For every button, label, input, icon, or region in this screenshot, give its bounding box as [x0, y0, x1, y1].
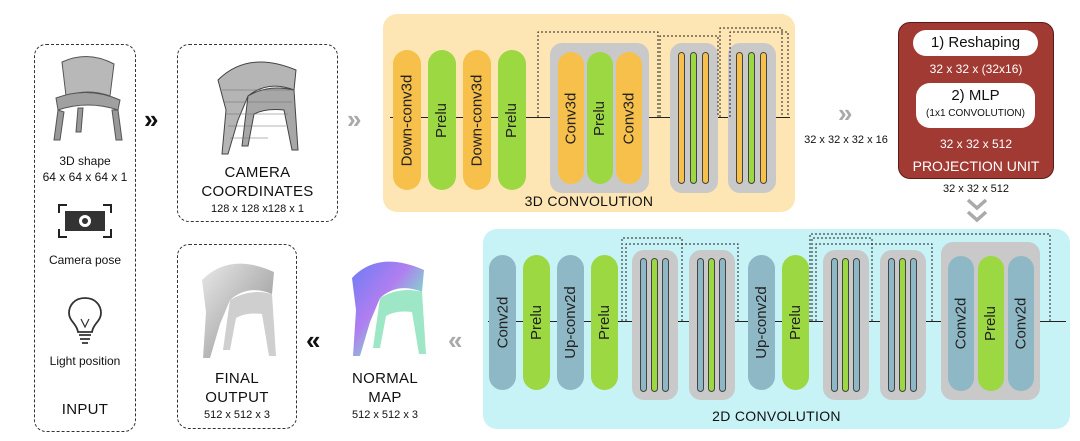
camera-label: Camera pose [48, 253, 122, 267]
input-box [34, 44, 136, 432]
prelu-block: Prelu [428, 50, 456, 190]
stripe [888, 258, 895, 392]
down-chevron-icon [966, 198, 988, 224]
stripe [760, 52, 767, 184]
conv2d-block: Conv2d [1008, 256, 1034, 391]
final-output-title-2: OUTPUT [205, 389, 269, 406]
final-output-box [177, 244, 297, 429]
mlp-label: 2) MLP [951, 87, 1000, 104]
arrow-chevron-icon: » [838, 98, 853, 128]
mlp-dims: 32 x 32 x 512 [939, 137, 1013, 151]
stripe [678, 52, 685, 184]
arrow-chevron-icon: « [448, 325, 463, 355]
stripe [640, 258, 647, 392]
normal-map-title-2: MAP [368, 389, 402, 406]
reshaping-dims: 32 x 32 x (32x16) [929, 62, 1023, 76]
conv2d-block: Conv2d [948, 256, 974, 391]
prelu-block: Prelu [587, 52, 613, 184]
stripe [910, 258, 917, 392]
input-title: INPUT [61, 401, 109, 418]
mlp-sublabel: (1x1 CONVOLUTION) [926, 108, 1025, 119]
camera-coords-title-2: COORDINATES [201, 183, 314, 200]
camera-coordinates-box [177, 44, 338, 222]
prelu-block: Prelu [978, 256, 1004, 391]
shape-label: 3D shape [59, 154, 111, 168]
mlp-pill [916, 83, 1035, 128]
stripe [842, 258, 849, 392]
conv2d-title: 2D CONVOLUTION [712, 408, 841, 424]
stripe [651, 258, 658, 392]
stripe [662, 258, 669, 392]
projection-title: PROJECTION UNIT [912, 158, 1040, 174]
camera-coords-dims: 128 x 128 x128 x 1 [211, 203, 304, 215]
stripe [748, 52, 755, 184]
prelu-block: Prelu [782, 255, 809, 390]
conv3d-title: 3D CONVOLUTION [524, 193, 654, 209]
arrow-chevron-icon: « [306, 325, 321, 355]
stripe [831, 258, 838, 392]
light-label: Light position [49, 354, 121, 368]
normal-map-title-1: NORMAL [352, 370, 418, 387]
normal-map-dims: 512 x 512 x 3 [351, 409, 419, 421]
final-output-title-1: FINAL [214, 370, 259, 387]
skip-connections [537, 27, 789, 117]
stripe [899, 258, 906, 392]
skip-connections [621, 233, 1051, 321]
stripe [697, 258, 704, 392]
conv2d-flow-line [488, 321, 1066, 323]
conv3d-block: Conv3d [558, 52, 584, 184]
stripe [736, 52, 743, 184]
stripe [719, 258, 726, 392]
conv3d-block: Conv3d [616, 52, 642, 184]
conv2d-block: Conv2d [489, 255, 516, 390]
chair-3d-shape-icon [53, 56, 123, 141]
stripe [702, 52, 709, 184]
prelu-block: Prelu [523, 255, 550, 390]
projection-output-dims: 32 x 32 x 512 [942, 183, 1010, 195]
shape-dims: 64 x 64 x 64 x 1 [42, 170, 128, 184]
camera-coords-title-1: CAMERA [224, 164, 291, 181]
arrow-chevron-icon: » [347, 104, 362, 134]
stripe [708, 258, 715, 392]
reshaping-pill [913, 30, 1038, 56]
normal-map-chair-icon [352, 261, 426, 356]
stripe [853, 258, 860, 392]
arrow-chevron-icon: » [144, 104, 159, 134]
stripe [690, 52, 697, 184]
down-conv3d-block: Down-conv3d [463, 50, 491, 190]
down-conv3d-block: Down-conv3d [393, 50, 421, 190]
reshaping-label: 1) Reshaping [930, 34, 1021, 51]
up-conv2d-block: Up-conv2d [557, 255, 584, 390]
camera-icon [58, 204, 112, 238]
chair-voxel-icon [217, 61, 299, 155]
light-bulb-icon [68, 297, 102, 344]
final-chair-icon [202, 263, 276, 358]
final-output-dims: 512 x 512 x 3 [203, 409, 271, 421]
prelu-block: Prelu [498, 50, 526, 190]
conv3d-output-dims: 32 x 32 x 32 x 16 [804, 134, 888, 146]
up-conv2d-block: Up-conv2d [748, 255, 775, 390]
prelu-block: Prelu [591, 255, 618, 390]
